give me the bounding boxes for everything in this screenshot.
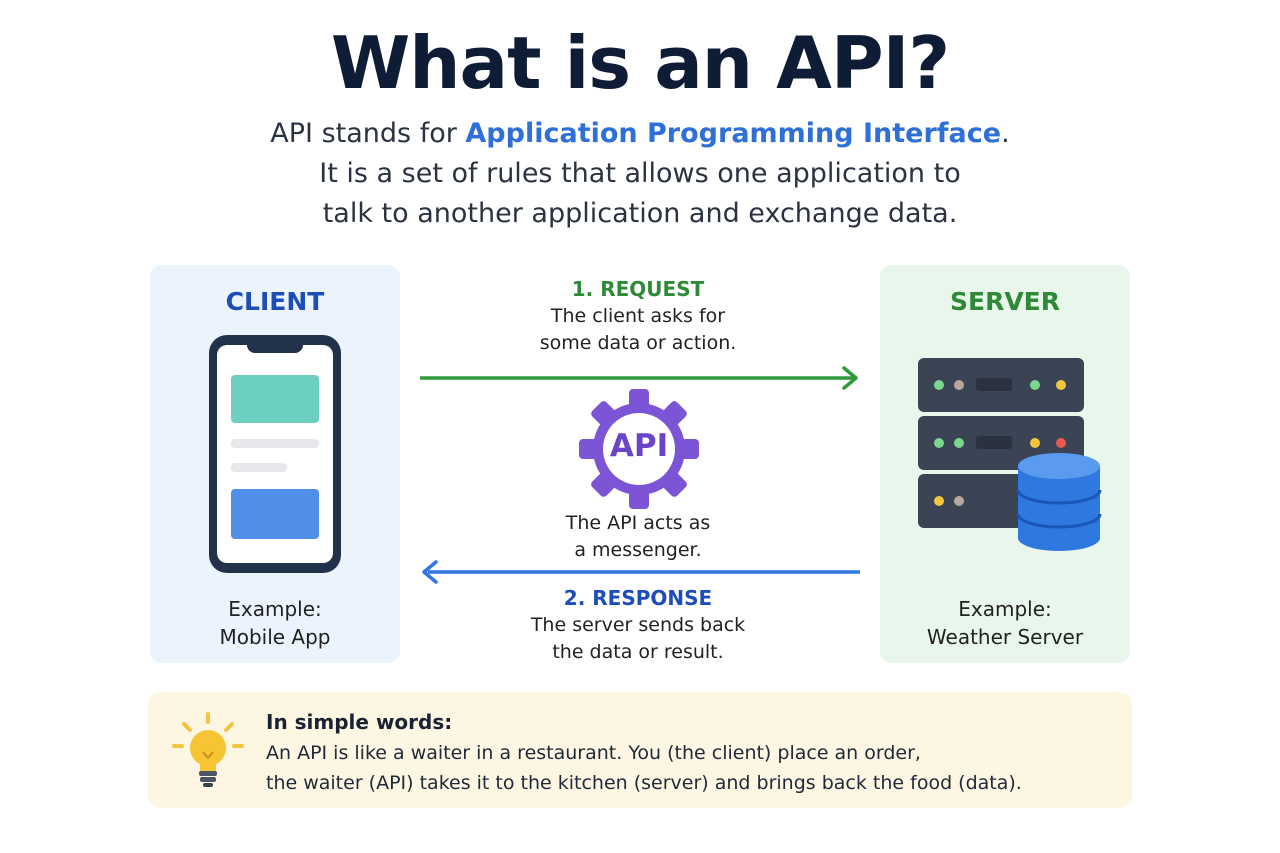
intro-suffix: .: [1001, 118, 1010, 149]
response-block: 2. RESPONSE The server sends back the da…: [470, 585, 806, 666]
request-block: 1. REQUEST The client asks for some data…: [470, 276, 806, 357]
client-example: Example: Mobile App: [150, 595, 400, 651]
tip-title: In simple words:: [266, 710, 453, 734]
client-title: CLIENT: [225, 287, 325, 316]
phone-card-blue: [231, 489, 319, 539]
status-led: [1030, 380, 1040, 390]
tip-line-2: the waiter (API) takes it to the kitchen…: [266, 772, 1022, 794]
response-label: 2. RESPONSE: [563, 586, 713, 610]
response-line-2: the data or result.: [552, 641, 724, 663]
request-line-1: The client asks for: [550, 305, 726, 327]
phone-screen: [217, 345, 333, 563]
server-title: SERVER: [949, 287, 1060, 316]
smartphone-icon: [209, 335, 341, 573]
intro-line-3: talk to another application and exchange…: [322, 198, 958, 229]
phone-text-line: [231, 463, 287, 472]
api-description: The API acts as a messenger.: [500, 510, 776, 564]
status-led: [954, 438, 964, 448]
server-example: Example: Weather Server: [880, 595, 1130, 651]
status-led: [954, 380, 964, 390]
intro-text: API stands for Application Programming I…: [240, 114, 1040, 234]
intro-line-1: API stands for Application Programming I…: [240, 114, 1040, 154]
client-example-label: Example:: [228, 597, 322, 621]
drive-slot: [976, 378, 1012, 391]
database-icon: [1016, 453, 1102, 551]
status-led: [934, 496, 944, 506]
intro-highlight: Application Programming Interface: [465, 118, 1002, 149]
api-badge-text: API: [609, 428, 669, 464]
phone-card-teal: [231, 375, 319, 423]
server-rack: [918, 416, 1084, 470]
request-arrow: [420, 366, 858, 390]
lightbulb-icon: [172, 712, 244, 787]
intro-line-2: It is a set of rules that allows one app…: [319, 158, 961, 189]
page-title: What is an API?: [330, 21, 950, 105]
server-rack: [918, 358, 1084, 412]
tip-body: An API is like a waiter in a restaurant.…: [266, 738, 1126, 798]
phone-notch: [247, 339, 303, 353]
tip-box: In simple words: An API is like a waiter…: [148, 692, 1132, 808]
server-example-label: Example:: [958, 597, 1052, 621]
client-example-value: Mobile App: [219, 625, 331, 649]
status-led: [1030, 438, 1040, 448]
server-example-value: Weather Server: [926, 625, 1084, 649]
gear-icon: [579, 389, 699, 509]
status-led: [934, 380, 944, 390]
drive-slot: [976, 436, 1012, 449]
api-line-2: a messenger.: [574, 539, 702, 561]
api-line-1: The API acts as: [565, 512, 711, 534]
response-arrow: [422, 560, 860, 584]
tip-line-1: An API is like a waiter in a restaurant.…: [266, 742, 921, 764]
status-led: [1056, 438, 1066, 448]
server-panel: SERVER Example: Weather Server: [880, 265, 1130, 663]
status-led: [934, 438, 944, 448]
status-led: [1056, 380, 1066, 390]
request-line-2: some data or action.: [539, 332, 737, 354]
client-panel: CLIENT Example: Mobile App: [150, 265, 400, 663]
status-led: [954, 496, 964, 506]
phone-text-line: [231, 439, 319, 448]
intro-prefix: API stands for: [270, 118, 466, 149]
response-line-1: The server sends back: [530, 614, 746, 636]
server-database-icon: [918, 358, 1108, 558]
request-label: 1. REQUEST: [571, 277, 705, 301]
